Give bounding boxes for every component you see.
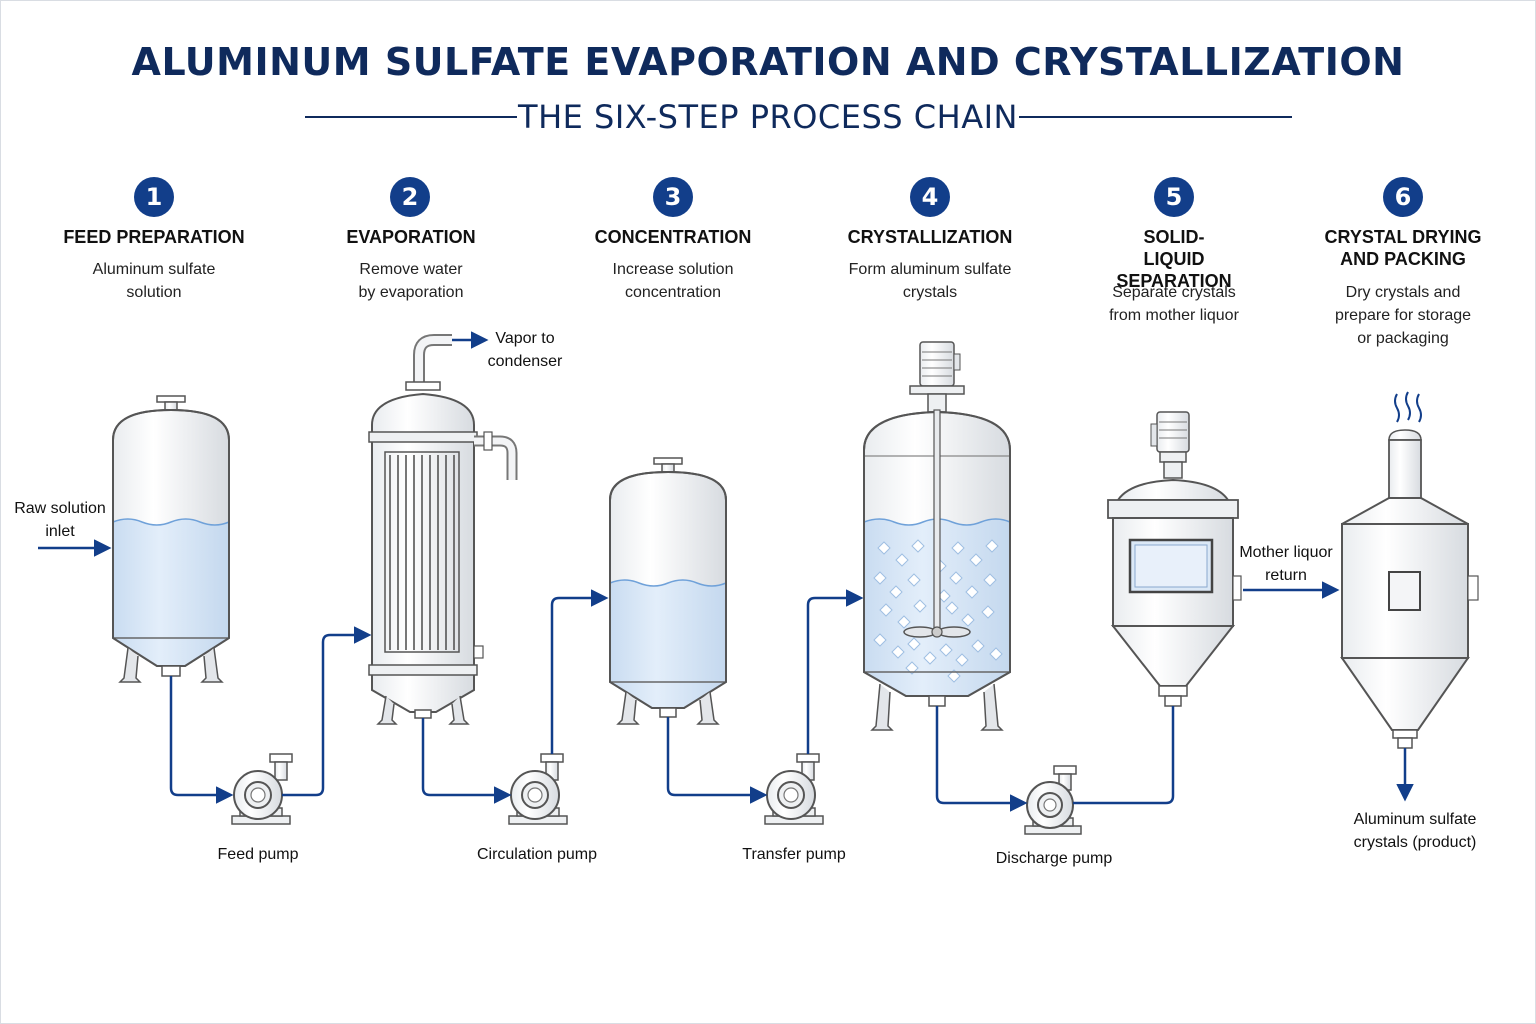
flow-tank3-to-pump3	[666, 717, 768, 804]
step-3-name: CONCENTRATION	[594, 227, 752, 247]
step-6-description: Dry crystals and prepare for storage or …	[1334, 284, 1472, 347]
step-5-description: Separate crystals from mother liquor	[1109, 284, 1239, 324]
vapor-to-condenser-label: Vapor to condenser	[487, 330, 563, 370]
flow-tank1-to-pump1	[169, 676, 234, 804]
flow-crystallizer-to-pump4	[935, 706, 1028, 812]
dryer	[1340, 391, 1479, 749]
step-4-name: CRYSTALLIZATION	[847, 227, 1013, 247]
step-3-description: Increase solution concentration	[612, 261, 734, 301]
step-5-number: 5	[1154, 177, 1194, 217]
flow-pump4-to-separator	[1073, 706, 1175, 805]
product-label: Aluminum sulfate crystals (product)	[1353, 811, 1477, 851]
step-4-description: Form aluminum sulfate crystals	[848, 261, 1012, 301]
evaporator	[368, 334, 518, 725]
feed-pump-label: Feed pump	[217, 846, 299, 863]
subtitle-rule-left	[305, 116, 517, 118]
step-2-description: Remove water by evaporation	[358, 261, 464, 301]
step-1-number: 1	[134, 177, 174, 217]
page-title: ALUMINUM SULFATE EVAPORATION AND CRYSTAL…	[131, 40, 1405, 84]
separator	[1107, 411, 1242, 707]
flow-pump2-to-tank3	[550, 589, 609, 754]
flow-pump1-to-evaporator	[282, 626, 372, 797]
transfer-pump	[764, 753, 824, 825]
circulation-pump	[508, 753, 568, 825]
step-1-description: Aluminum sulfate solution	[92, 261, 216, 301]
subtitle-rule-right	[1019, 116, 1292, 118]
flow-pump3-to-crystallizer	[806, 589, 864, 754]
step-2-name: EVAPORATION	[346, 227, 476, 247]
feed-tank	[112, 395, 230, 683]
step-6-name: CRYSTAL DRYING AND PACKING	[1324, 227, 1482, 269]
concentration-tank	[609, 457, 727, 725]
step-2-number: 2	[390, 177, 430, 217]
step-1-name: FEED PREPARATION	[63, 227, 245, 247]
feed-pump	[231, 753, 293, 825]
step-5-name: SOLID-LIQUID SEPARATION	[1116, 227, 1232, 291]
discharge-pump-label: Discharge pump	[995, 850, 1113, 867]
step-3-number: 3	[653, 177, 693, 217]
step-4-number: 4	[910, 177, 950, 217]
step-6-number: 6	[1383, 177, 1423, 217]
raw-solution-inlet-label: Raw solution inlet	[14, 500, 106, 540]
discharge-pump	[1024, 765, 1082, 835]
flow-evaporator-to-pump2	[421, 718, 512, 804]
circulation-pump-label: Circulation pump	[476, 846, 598, 863]
page-subtitle: THE SIX-STEP PROCESS CHAIN	[518, 98, 1018, 136]
mother-liquor-return-label: Mother liquor return	[1239, 544, 1333, 584]
transfer-pump-label: Transfer pump	[742, 846, 846, 863]
crystallizer	[863, 341, 1011, 731]
